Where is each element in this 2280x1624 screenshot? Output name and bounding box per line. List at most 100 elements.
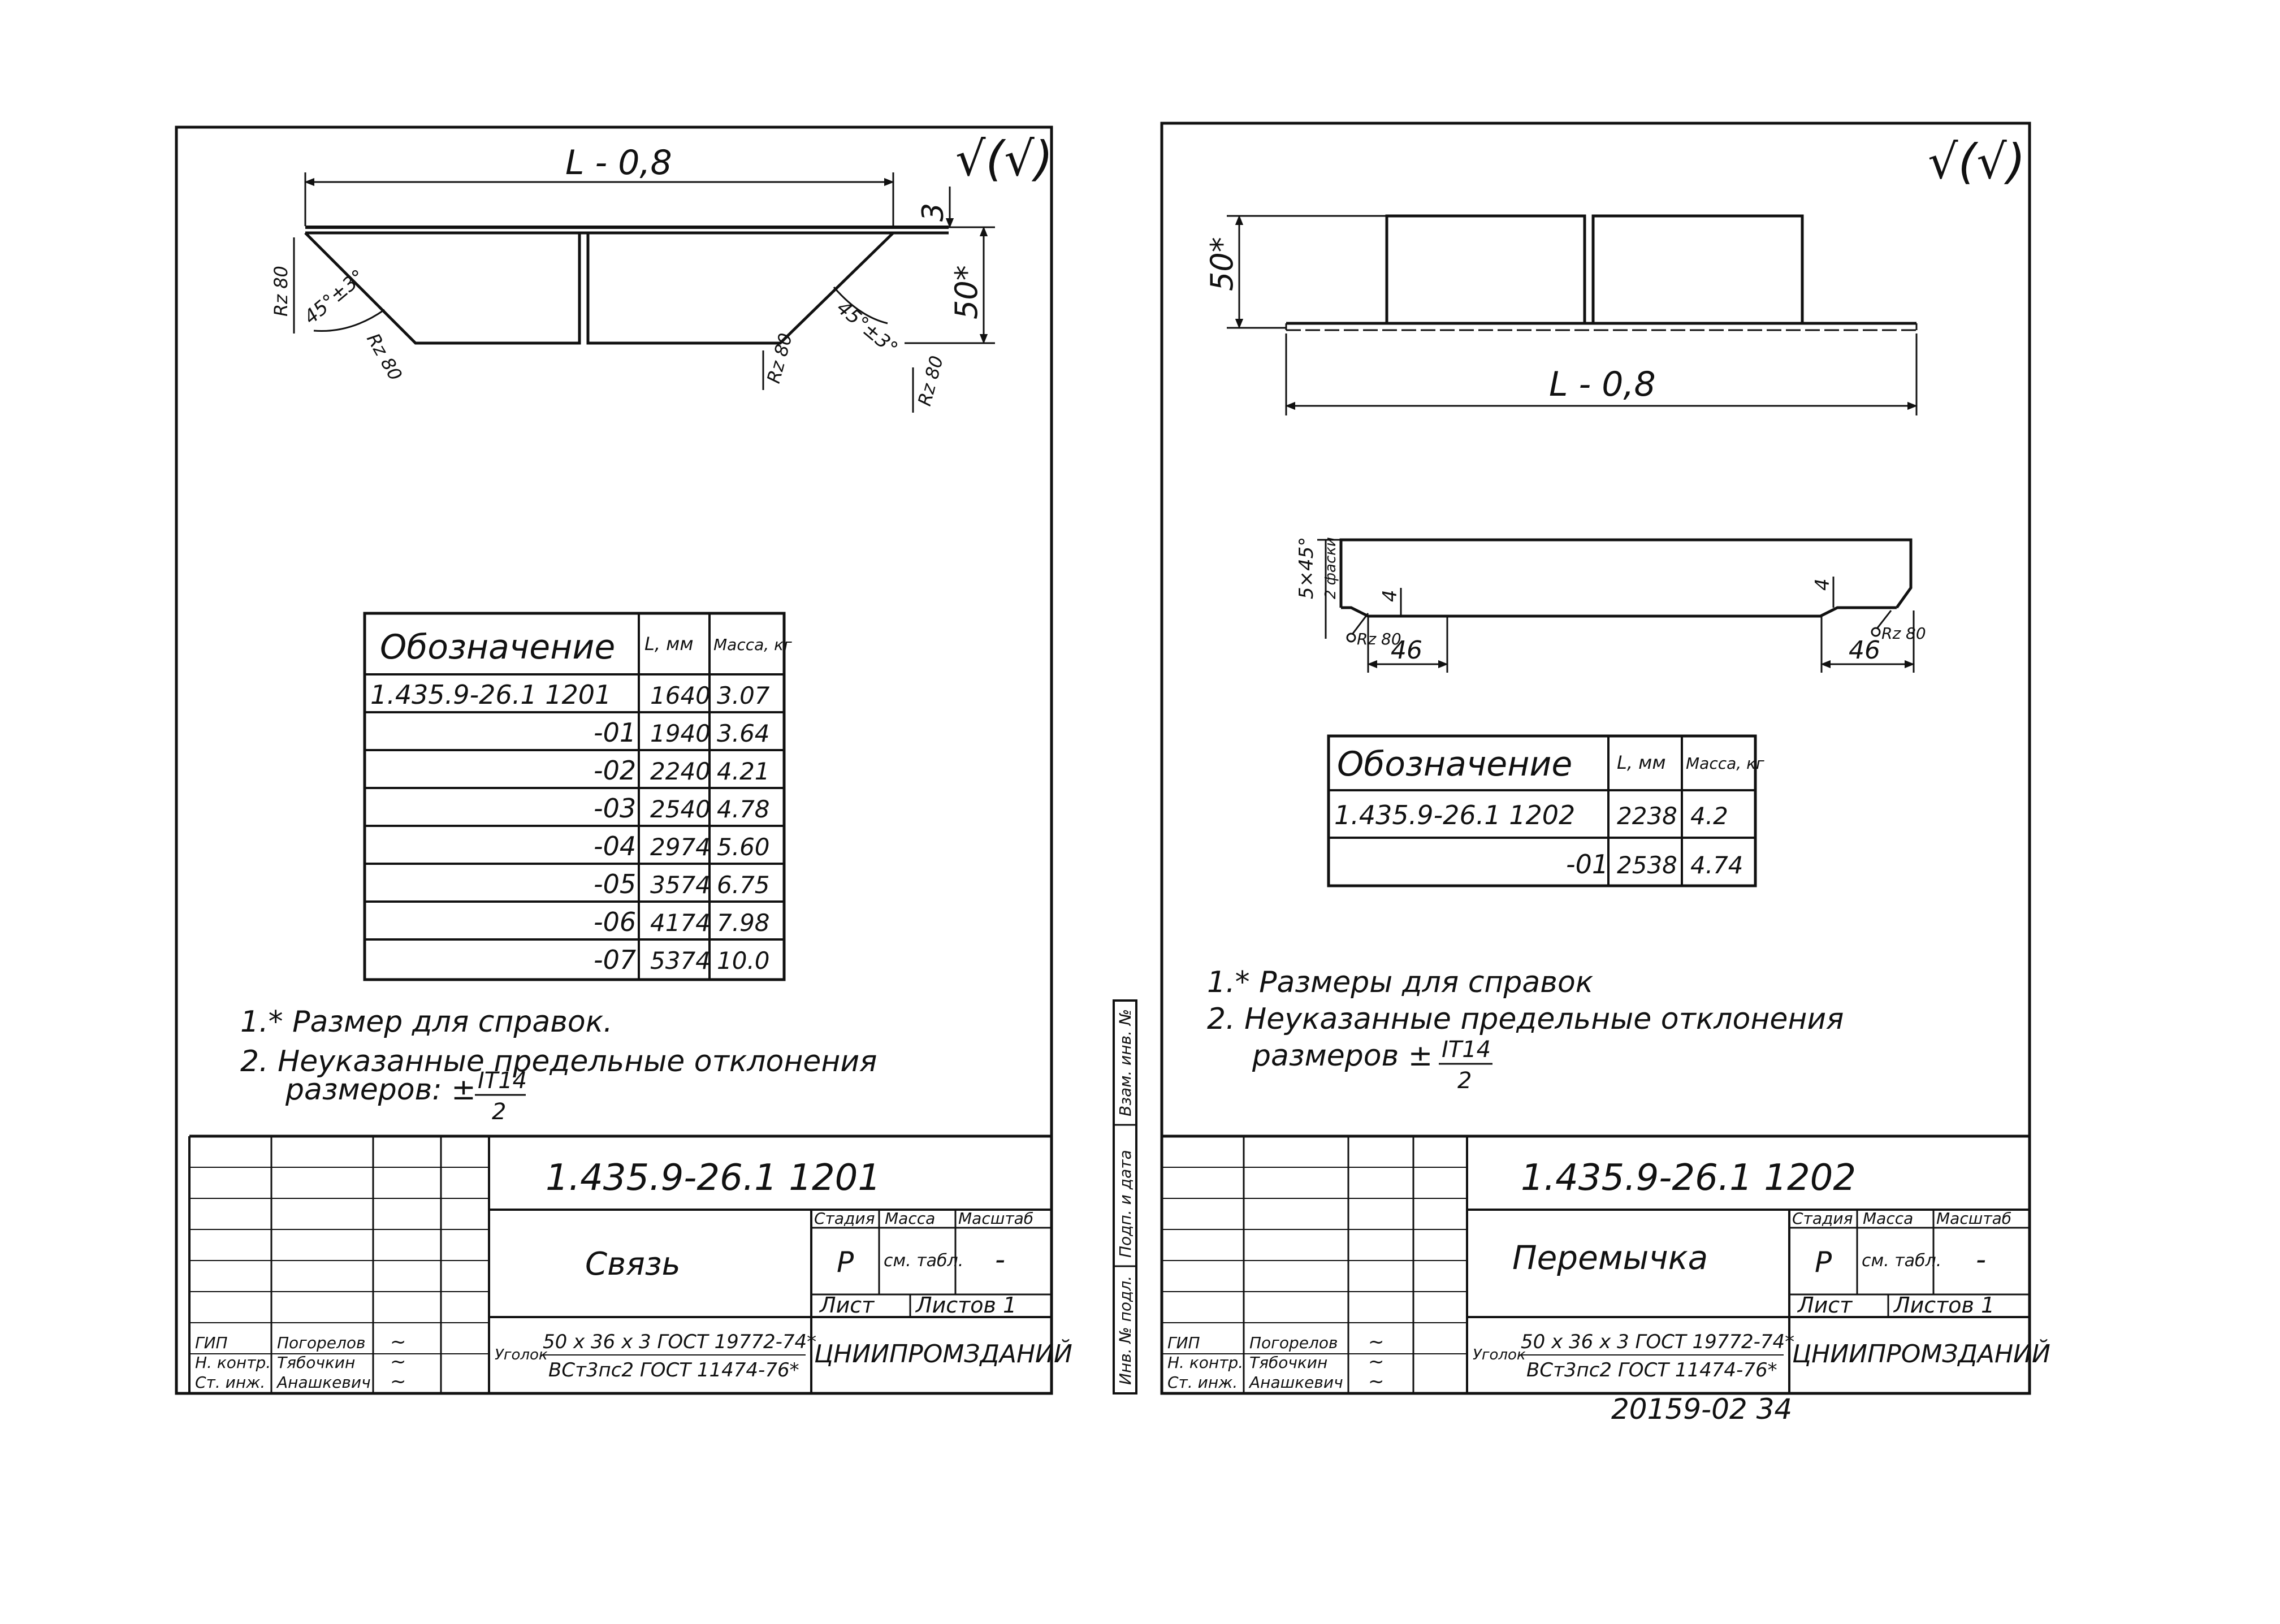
- left-table-row-5-code: -05: [594, 869, 636, 899]
- right-signer-2-role: Ст. инж.: [1167, 1373, 1238, 1392]
- right-table-row-0-mass: 4.2: [1690, 802, 1728, 830]
- left-table-row-7-l: 5374: [650, 947, 711, 975]
- right-organization: ЦНИИПРОМЗДАНИЙ: [1792, 1339, 2050, 1369]
- right-side-label-0: Взам. инв. №: [1116, 1009, 1135, 1116]
- left-scale-header: Масштаб: [958, 1209, 1033, 1228]
- left-sheet-frame: [175, 125, 1053, 1395]
- left-material-top: 50 х 36 х 3 ГОСТ 19772-74*: [543, 1331, 816, 1353]
- left-table-row-1-l: 1940: [650, 720, 711, 747]
- right-height-dimension: 50*: [1204, 237, 1240, 291]
- left-stage-header: Стадия: [814, 1209, 875, 1228]
- left-stage-value: Р: [837, 1246, 854, 1279]
- left-table-row-3-code: -03: [594, 793, 636, 824]
- right-chamfer-note: 2 фаски: [1322, 537, 1339, 599]
- right-end-right-dimension: 46: [1849, 636, 1880, 665]
- left-note-fraction-den: 2: [492, 1099, 506, 1125]
- right-table-row-1-code: -01: [1566, 849, 1608, 880]
- right-material-top: 50 х 36 х 3 ГОСТ 19772-74*: [1521, 1331, 1794, 1353]
- left-rz-right-bottom: Rz 80: [914, 353, 948, 408]
- right-signer-0-name: Погорелов: [1249, 1333, 1338, 1352]
- left-signer-0-role: ГИП: [195, 1333, 228, 1352]
- left-spec-table: Обозначение L, мм Масса, кг 1.435.9-26.1…: [363, 612, 792, 981]
- left-table-row-5-l: 3574: [650, 871, 711, 899]
- left-rz-right-mid: Rz 80: [763, 331, 797, 386]
- left-length-dimension: L - 0,8: [565, 143, 672, 183]
- left-table-header-mass: Масса, кг: [713, 635, 792, 654]
- left-table-row-0-l: 1640: [650, 682, 711, 709]
- right-scale-value: -: [1976, 1243, 1986, 1276]
- right-note-2: 2. Неуказанные предельные отклонения: [1207, 1002, 1844, 1036]
- left-signer-1-role: Н. контр.: [195, 1353, 271, 1372]
- left-doc-number: 1.435.9-26.1 1201: [546, 1157, 881, 1199]
- right-signer-2-name: Анашкевич: [1248, 1373, 1343, 1392]
- right-sheet-label: Лист: [1797, 1293, 1853, 1318]
- right-stage-value: Р: [1815, 1246, 1832, 1279]
- right-title-block: 1.435.9-26.1 1202 Перемычка Стадия Масса…: [1162, 1134, 2050, 1393]
- left-corner-mark: √(√): [955, 131, 1053, 187]
- left-height-dimension: 50*: [949, 265, 984, 319]
- right-table-header-l: L, мм: [1617, 752, 1665, 773]
- right-offset-right-dimension: 4: [1811, 578, 1834, 591]
- right-sheet-frame: [1160, 122, 2031, 1395]
- left-notes: 1.* Размер для справок. 2. Неуказанные п…: [240, 1005, 877, 1125]
- right-side-strip: Взам. инв. № Подп. и дата Инв. № подл.: [1113, 999, 1137, 1395]
- left-table-row-3-mass: 4.78: [717, 795, 770, 823]
- right-signer-1-sign: ~: [1368, 1350, 1385, 1373]
- right-table-row-0-code: 1.435.9-26.1 1202: [1334, 800, 1575, 830]
- right-part-front-view: 50* L - 0,8: [1204, 214, 1918, 415]
- right-note-fraction-num: IT14: [1442, 1037, 1491, 1063]
- right-table-row-1-mass: 4.74: [1690, 851, 1743, 879]
- left-note-1: 1.* Размер для справок.: [240, 1005, 613, 1039]
- left-scale-value: -: [995, 1243, 1005, 1276]
- right-table-row-0-l: 2238: [1617, 802, 1677, 830]
- right-signer-2-sign: ~: [1368, 1370, 1385, 1393]
- left-note-2-line2: размеров: ±: [285, 1073, 476, 1107]
- left-sheets-label: Листов 1: [915, 1293, 1016, 1318]
- right-scale-header: Масштаб: [1936, 1209, 2011, 1228]
- left-signer-1-sign: ~: [390, 1350, 406, 1373]
- right-notes: 1.* Размеры для справок 2. Неуказанные п…: [1207, 965, 1844, 1094]
- left-sheet-label: Лист: [819, 1293, 875, 1318]
- left-signer-2-name: Анашкевич: [276, 1373, 371, 1392]
- left-part-drawing: L - 0,8 50* 3 45°±3° 45°±3° Rz 80 Rz 80 …: [270, 143, 995, 413]
- left-table-row-2-mass: 4.21: [717, 757, 770, 785]
- left-signer-1-name: Тябочкин: [277, 1353, 355, 1372]
- right-part-top-view: 46 46 5×45° 2 фаски 4 4 Rz 80 Rz 80: [1295, 537, 1926, 673]
- right-spec-table: Обозначение L, мм Масса, кг 1.435.9-26.1…: [1327, 734, 1764, 887]
- left-note-fraction-num: IT14: [478, 1068, 527, 1094]
- right-footer-code: 20159-02 34: [1611, 1393, 1792, 1426]
- right-part-title: Перемычка: [1512, 1238, 1708, 1277]
- right-signer-0-sign: ~: [1368, 1331, 1385, 1353]
- left-table-row-2-code: -02: [594, 755, 636, 786]
- left-mass-header: Масса: [885, 1209, 935, 1228]
- left-signer-0-sign: ~: [390, 1331, 406, 1353]
- left-signer-2-sign: ~: [390, 1370, 406, 1393]
- left-table-row-7-code: -07: [594, 945, 636, 975]
- right-corner-mark: √(√): [1928, 134, 2026, 189]
- left-table-row-0-mass: 3.07: [717, 682, 770, 709]
- left-table-row-7-mass: 10.0: [717, 947, 770, 975]
- right-signer-0-role: ГИП: [1167, 1333, 1200, 1352]
- left-table-header-l: L, мм: [644, 633, 693, 655]
- right-table-row-1-l: 2538: [1617, 851, 1677, 879]
- left-material-bottom: ВСт3пс2 ГОСТ 11474-76*: [548, 1359, 799, 1382]
- left-angle-left: 45°±3°: [300, 265, 369, 329]
- left-mass-value: см. табл.: [884, 1251, 963, 1271]
- right-side-label-1: Подп. и дата: [1116, 1150, 1135, 1258]
- right-stage-header: Стадия: [1792, 1209, 1853, 1228]
- left-table-row-6-mass: 7.98: [717, 909, 770, 937]
- left-sheet: √(√) L - 0,8 50* 3 45°±3° 45°±3° R: [175, 125, 1072, 1395]
- left-table-row-6-code: -06: [594, 907, 636, 937]
- left-table-row-4-mass: 5.60: [717, 833, 770, 861]
- right-signer-1-role: Н. контр.: [1167, 1353, 1243, 1372]
- right-doc-number: 1.435.9-26.1 1202: [1521, 1157, 1856, 1199]
- right-note-1: 1.* Размеры для справок: [1207, 965, 1594, 999]
- left-table-row-4-l: 2974: [650, 833, 711, 861]
- right-side-label-2: Инв. № подл.: [1116, 1276, 1135, 1385]
- left-table-row-2-l: 2240: [650, 757, 711, 785]
- right-mass-value: см. табл.: [1862, 1251, 1941, 1271]
- left-table-row-6-l: 4174: [650, 909, 711, 937]
- left-table-row-1-mass: 3.64: [717, 720, 770, 747]
- right-rz-right: Rz 80: [1881, 624, 1926, 643]
